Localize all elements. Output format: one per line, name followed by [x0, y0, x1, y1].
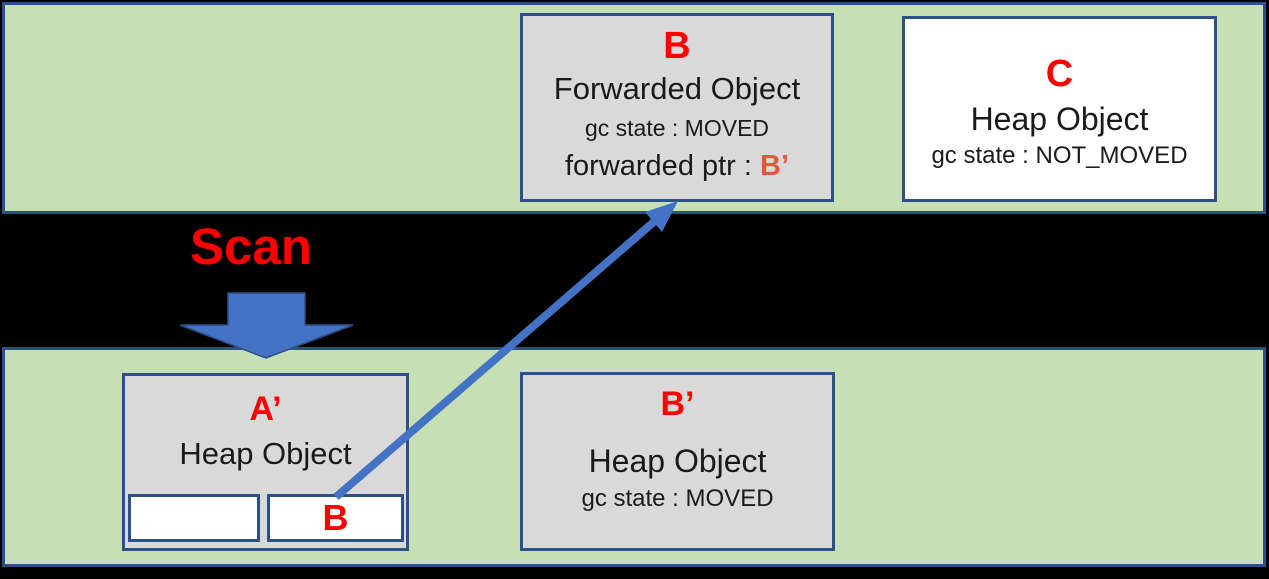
object-a-prime-type: Heap Object: [179, 436, 352, 471]
object-b-prime-type: Heap Object: [588, 443, 767, 479]
object-b-prime-title: B’: [660, 385, 695, 423]
object-b-type: Forwarded Object: [553, 71, 801, 106]
object-b-forwarded-ptr: forwarded ptr : B’: [523, 148, 831, 184]
pointer-slot-2: B: [267, 494, 404, 542]
object-b-gc-state: gc state : MOVED: [584, 115, 770, 141]
pointer-slot-2-value: B: [322, 497, 349, 538]
object-c-title: C: [1045, 53, 1074, 95]
object-box-b-prime: B’ Heap Object gc state : MOVED: [520, 372, 835, 551]
forwarded-ptr-prefix: forwarded ptr :: [564, 150, 761, 182]
object-box-a-prime: A’ Heap Object B: [122, 373, 409, 551]
object-b-title: B: [663, 25, 691, 67]
object-box-c: C Heap Object gc state : NOT_MOVED: [902, 16, 1217, 202]
object-c-gc-state: gc state : NOT_MOVED: [931, 142, 1188, 169]
object-box-b: B Forwarded Object gc state : MOVED forw…: [520, 13, 834, 202]
object-b-prime-gc-state: gc state : MOVED: [581, 485, 774, 512]
pointer-slot-1: [128, 494, 260, 542]
object-a-prime-title: A’: [249, 390, 282, 428]
object-c-type: Heap Object: [970, 101, 1149, 137]
scan-label: Scan: [190, 218, 312, 275]
forwarded-ptr-value: B’: [760, 150, 790, 182]
